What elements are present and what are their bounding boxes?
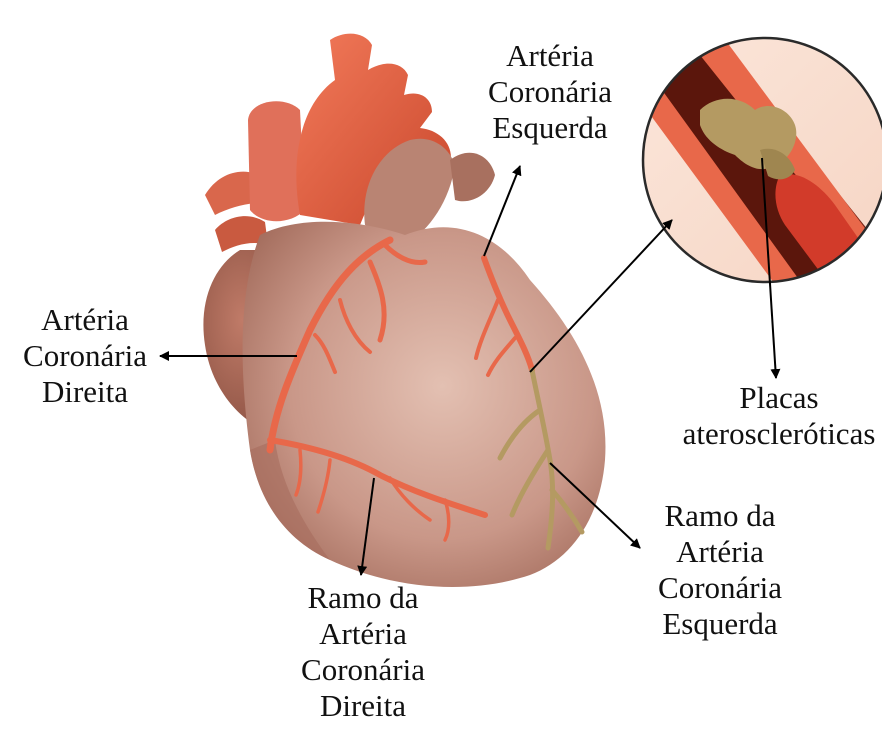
- label-line: ateroscleróticas: [676, 416, 882, 452]
- label-left-coronary-branch: Ramo da Artéria Coronária Esquerda: [645, 498, 795, 642]
- label-line: Direita: [10, 374, 160, 410]
- label-line: Coronária: [10, 338, 160, 374]
- label-line: Artéria: [288, 616, 438, 652]
- label-line: Ramo da: [645, 498, 795, 534]
- label-line: Artéria: [645, 534, 795, 570]
- label-line: Placas: [676, 380, 882, 416]
- label-left-coronary-artery: Artéria Coronária Esquerda: [470, 38, 630, 146]
- label-atherosclerotic-plaques: Placas ateroscleróticas: [676, 380, 882, 452]
- label-line: Artéria: [10, 302, 160, 338]
- label-line: Esquerda: [470, 110, 630, 146]
- label-right-coronary-branch: Ramo da Artéria Coronária Direita: [288, 580, 438, 724]
- label-line: Direita: [288, 688, 438, 724]
- label-line: Artéria: [470, 38, 630, 74]
- plaque-inset: [600, 20, 882, 300]
- arrow-to-inset: [530, 220, 672, 372]
- superior-vena-cava: [248, 101, 305, 221]
- label-line: Coronária: [288, 652, 438, 688]
- label-line: Coronária: [645, 570, 795, 606]
- label-line: Coronária: [470, 74, 630, 110]
- label-line: Ramo da: [288, 580, 438, 616]
- label-line: Esquerda: [645, 606, 795, 642]
- label-right-coronary-artery: Artéria Coronária Direita: [10, 302, 160, 410]
- left-atrial-appendage: [450, 153, 495, 201]
